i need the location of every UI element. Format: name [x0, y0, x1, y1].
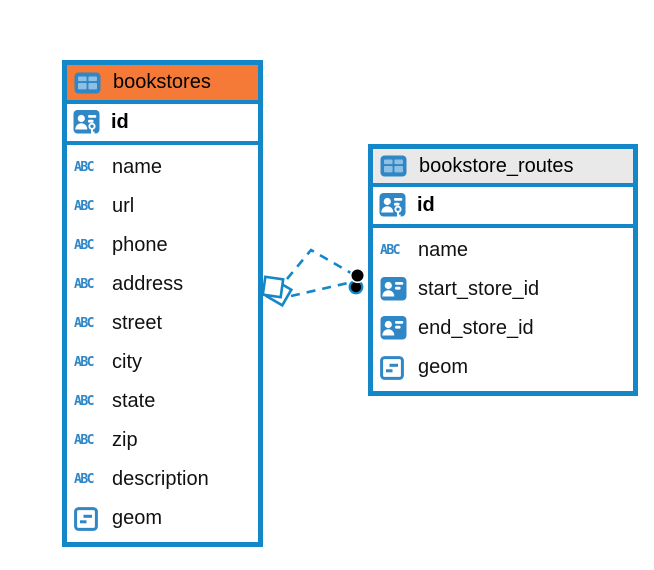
table-header[interactable]: bookstore_routes — [373, 149, 633, 187]
table-icon — [74, 72, 104, 94]
primary-key-icon — [73, 109, 103, 136]
column-row[interactable]: start_store_id — [373, 270, 633, 309]
column-row[interactable]: ABC phone — [67, 226, 258, 265]
column-name: address — [112, 273, 184, 295]
relationship-endpoint-dots — [348, 267, 366, 295]
reference-column-icon — [380, 276, 410, 303]
column-name: name — [112, 156, 163, 178]
relationship-diamond-marker — [261, 275, 294, 308]
primary-key-row[interactable]: id — [373, 187, 633, 228]
text-type-icon: ABC — [74, 316, 94, 331]
primary-key-name: id — [111, 111, 129, 133]
column-name: zip — [112, 429, 138, 451]
table-icon — [380, 155, 410, 177]
text-type-icon: ABC — [74, 433, 94, 448]
text-type-icon: ABC — [380, 243, 400, 258]
column-row[interactable]: ABC address — [67, 265, 258, 304]
table-title: bookstores — [113, 71, 211, 93]
text-type-icon: ABC — [74, 355, 94, 370]
geometry-type-icon — [74, 506, 104, 531]
table-title: bookstore_routes — [419, 154, 574, 177]
primary-key-icon — [379, 192, 409, 219]
column-row[interactable]: ABC description — [67, 460, 258, 499]
column-name: phone — [112, 234, 168, 256]
relationship-line-upper[interactable] — [285, 248, 352, 280]
primary-key-row[interactable]: id — [67, 104, 258, 145]
column-name: end_store_id — [418, 317, 534, 339]
column-name: state — [112, 390, 156, 412]
column-name: name — [418, 239, 469, 261]
column-name: street — [112, 312, 163, 334]
text-type-icon: ABC — [74, 277, 94, 292]
column-row[interactable]: ABC name — [373, 231, 633, 270]
column-row[interactable]: ABC street — [67, 304, 258, 343]
geometry-type-icon — [380, 355, 410, 380]
table-bookstore-routes[interactable]: bookstore_routes id ABC name start_store_i… — [368, 144, 638, 396]
column-row[interactable]: geom — [373, 348, 633, 387]
column-name: geom — [418, 356, 469, 378]
column-row[interactable]: end_store_id — [373, 309, 633, 348]
column-name: city — [112, 351, 142, 373]
column-row[interactable]: ABC state — [67, 382, 258, 421]
text-type-icon: ABC — [74, 394, 94, 409]
reference-column-icon — [380, 315, 410, 342]
column-row[interactable]: ABC zip — [67, 421, 258, 460]
column-name: start_store_id — [418, 278, 540, 300]
text-type-icon: ABC — [74, 238, 94, 253]
text-type-icon: ABC — [74, 199, 94, 214]
primary-key-name: id — [417, 194, 435, 216]
table-header[interactable]: bookstores — [67, 65, 258, 104]
column-name: url — [112, 195, 135, 217]
column-name: description — [112, 468, 209, 490]
text-type-icon: ABC — [74, 472, 94, 487]
column-row[interactable]: ABC url — [67, 187, 258, 226]
text-type-icon: ABC — [74, 160, 94, 175]
column-row[interactable]: ABC name — [67, 148, 258, 187]
column-name: geom — [112, 507, 163, 529]
relationship-line-lower[interactable] — [290, 281, 349, 298]
column-row[interactable]: ABC city — [67, 343, 258, 382]
column-row[interactable]: geom — [67, 499, 258, 538]
